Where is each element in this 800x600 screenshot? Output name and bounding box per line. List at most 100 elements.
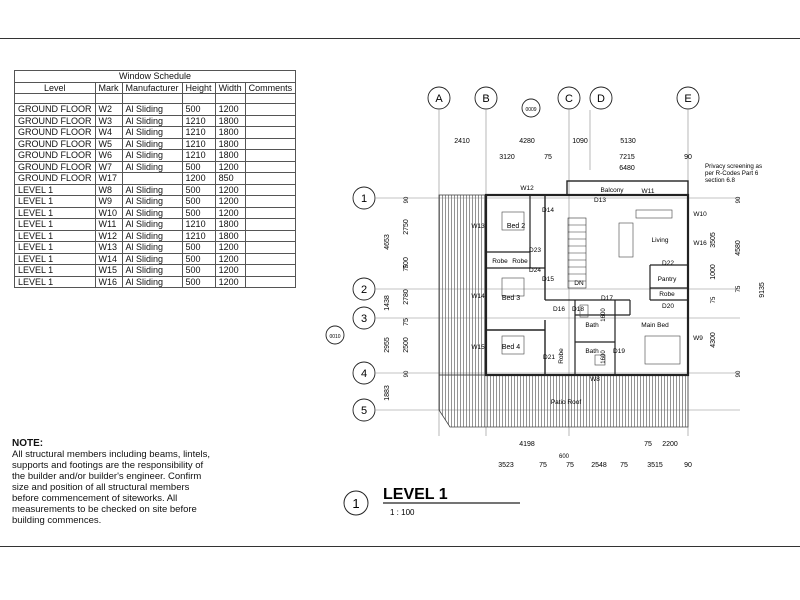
room-label: Living — [652, 237, 669, 244]
structural-note: NOTE: All structural members including b… — [12, 438, 212, 526]
grid-letter: D — [597, 93, 605, 105]
grid-bubble-number — [352, 306, 376, 330]
dimension: 600 — [559, 454, 570, 460]
schedule-cell: 1200 — [214, 264, 246, 277]
sheet-top-border — [0, 38, 800, 39]
schedule-cell: Al Sliding — [121, 137, 183, 150]
dimension: 9135 — [759, 282, 766, 298]
room-label: Robe — [558, 348, 565, 364]
schedule-cell: 1200 — [214, 206, 246, 219]
schedule-cell: Al Sliding — [121, 160, 183, 173]
dimension: 2200 — [662, 441, 678, 448]
schedule-cell: 1800 — [214, 126, 246, 139]
dimension: 4580 — [735, 240, 742, 256]
dimension: 1090 — [572, 138, 588, 145]
schedule-cell: 1200 — [214, 183, 246, 196]
dimension: 700 — [403, 257, 410, 269]
dimension: 3120 — [499, 154, 515, 161]
schedule-cell: W6 — [94, 149, 123, 162]
door-tag: D19 — [613, 348, 625, 355]
schedule-cell: 500 — [181, 275, 216, 288]
schedule-cell: 1800 — [214, 137, 246, 150]
dimension: 7215 — [619, 154, 635, 161]
dimension: 90 — [736, 370, 742, 377]
schedule-cell: 1200 — [214, 160, 246, 173]
schedule-cell: 850 — [214, 172, 246, 185]
door-tag: D23 — [529, 247, 541, 254]
section-marker — [325, 325, 345, 345]
sheet-bottom-border — [0, 546, 800, 547]
dimension: 75 — [544, 154, 552, 161]
dimension: 4300 — [710, 332, 717, 348]
room-label: Main Bed — [641, 322, 669, 329]
schedule-cell: 500 — [181, 160, 216, 173]
schedule-cell: 1800 — [214, 229, 246, 242]
door-tag: D15 — [542, 276, 554, 283]
schedule-cell — [244, 137, 297, 150]
schedule-cell: 1800 — [214, 218, 246, 231]
room-label: Patio Roof — [551, 399, 582, 406]
window-tag: W9 — [693, 335, 703, 342]
dimension: 90 — [684, 462, 692, 469]
schedule-cell: GROUND FLOOR — [14, 126, 96, 139]
schedule-cell: Al Sliding — [121, 149, 183, 162]
grid-bubble-letter — [589, 86, 613, 110]
schedule-cell: 1200 — [214, 195, 246, 208]
window-tag: W12 — [520, 185, 534, 192]
dimension: 2750 — [403, 219, 410, 235]
dimension: 90 — [736, 196, 742, 203]
schedule-cell — [244, 229, 297, 242]
schedule-cell: LEVEL 1 — [14, 229, 96, 242]
plan-title: LEVEL 1 — [383, 486, 448, 503]
dimension: 4198 — [519, 441, 535, 448]
dimension: 2410 — [454, 138, 470, 145]
grid-bubble-letter — [474, 86, 498, 110]
schedule-cell: 1200 — [214, 275, 246, 288]
door-tag: D18 — [572, 306, 584, 313]
schedule-cell: Al Sliding — [121, 275, 183, 288]
schedule-cell: Al Sliding — [121, 218, 183, 231]
schedule-cell — [244, 206, 297, 219]
section-tag: 0010 — [329, 334, 340, 340]
grid-letter: B — [482, 93, 489, 105]
dimension: 75 — [620, 462, 628, 469]
window-tag: W15 — [471, 344, 485, 351]
dimension: 6480 — [619, 165, 635, 172]
dimension: 1600 — [601, 350, 607, 364]
door-tag: D14 — [542, 207, 554, 214]
dimension: 4653 — [384, 234, 391, 250]
schedule-cell: Al Sliding — [121, 195, 183, 208]
door-tag: D17 — [601, 295, 613, 302]
note-title: NOTE: — [12, 438, 44, 449]
stairs — [567, 217, 587, 289]
grid-bubble-number — [352, 277, 376, 301]
dimension: 5130 — [620, 138, 636, 145]
walls — [484, 180, 690, 377]
schedule-cell: Al Sliding — [121, 206, 183, 219]
dimension: 2955 — [384, 337, 391, 353]
dimension: 1438 — [384, 295, 391, 311]
grid-number: 1 — [361, 193, 367, 205]
room-label: Robe — [492, 258, 508, 265]
window-tag: W11 — [642, 188, 655, 195]
schedule-cell — [244, 172, 297, 185]
schedule-cell — [244, 218, 297, 231]
room-label: Bath — [585, 348, 599, 355]
dimension: 1600 — [601, 308, 607, 322]
door-tag: D20 — [662, 303, 674, 310]
window-tag: W13 — [471, 223, 485, 230]
grid-bubble-number — [352, 186, 376, 210]
